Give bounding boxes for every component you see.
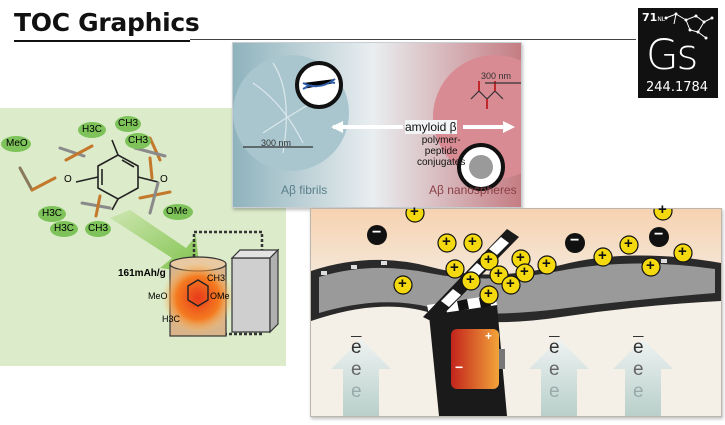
plus-sign-1: +	[410, 203, 419, 220]
plus-sign-11: +	[506, 275, 515, 292]
element-tag: NL	[657, 16, 666, 23]
minus-sign-1: −	[372, 224, 382, 241]
plus-sign-10: +	[542, 255, 551, 272]
plus-sign-7: +	[494, 265, 503, 282]
atomic-number: 71NL	[642, 11, 666, 24]
group-h3c-bottom2: H3C	[54, 223, 75, 234]
group-h3c-top: H3C	[82, 124, 103, 135]
electron-7: e	[633, 337, 644, 358]
electron-9: e	[633, 381, 644, 402]
capacity-label: 161mAh/g	[118, 268, 166, 279]
battery-icon	[451, 329, 499, 389]
title-underline	[14, 40, 190, 42]
plus-sign-5: +	[398, 275, 407, 292]
plus-sign-2: +	[442, 233, 451, 250]
battery-group-meo: MeO	[148, 291, 168, 301]
plus-sign-12: +	[484, 285, 493, 302]
atomic-mass: 244.1784	[646, 80, 709, 95]
electron-5: e	[549, 359, 560, 380]
arrow-right-icon	[503, 121, 515, 133]
minus-sign-3: −	[654, 226, 664, 243]
electron-6: e	[549, 381, 560, 402]
conjugates-label: polymer- peptide conjugates	[417, 135, 466, 168]
nanospheres-caption: Aβ nanospheres	[429, 183, 517, 197]
element-logo: 71NL Gs 244.1784	[638, 8, 718, 98]
plus-sign-17: +	[646, 257, 655, 274]
battery-group-ome: OMe	[210, 291, 230, 301]
electron-4: e	[549, 337, 560, 358]
nanosphere-micrograph	[433, 55, 521, 179]
molecule-diagram	[1, 116, 280, 337]
group-ch3-top1: CH3	[118, 118, 139, 129]
battery-group-h3c: H3C	[162, 314, 181, 324]
plus-sign-15: +	[658, 201, 667, 218]
battery-plus: +	[485, 329, 493, 343]
plus-sign-6: +	[484, 251, 493, 268]
plus-sign-3: +	[468, 233, 477, 250]
group-ome-right: OMe	[166, 206, 188, 217]
fibrils-caption: Aβ fibrils	[281, 183, 328, 197]
plus-sign-14: +	[624, 235, 633, 252]
plus-sign-4: +	[450, 259, 459, 276]
page-title: TOC Graphics	[14, 8, 200, 37]
plus-sign-13: +	[598, 247, 607, 264]
minus-sign-2: −	[570, 232, 580, 249]
amyloid-panel: 300 nm 300 nm amyloid β polymer- peptide…	[232, 42, 522, 208]
amyloid-label: amyloid β	[405, 120, 457, 134]
electron-8: e	[633, 359, 644, 380]
plus-sign-18: +	[466, 271, 475, 288]
group-h3c-bottom1: H3C	[42, 208, 63, 219]
electron-3: e	[351, 381, 362, 402]
plus-sign-16: +	[678, 243, 687, 260]
scale-bar-right: 300 nm	[481, 71, 512, 81]
element-symbol: Gs	[646, 30, 698, 79]
oxygen-right: O	[160, 174, 168, 185]
electron-1: e	[351, 337, 362, 358]
scale-bar-left: 300 nm	[261, 138, 292, 148]
group-ch3-bottom: CH3	[88, 223, 109, 234]
charge-signs	[367, 209, 693, 305]
plus-sign-9: +	[520, 263, 529, 280]
molecule-network-icon	[664, 12, 714, 40]
reaction-arrow-icon	[110, 210, 200, 274]
group-meo-top: MeO	[6, 138, 28, 149]
electron-2: e	[351, 359, 362, 380]
electrode-diagram	[311, 209, 721, 416]
group-ch3-top2: CH3	[128, 135, 149, 146]
electrode-panel: ++++++++++++++++++−−− e e e e e e e e e …	[310, 201, 722, 417]
battery-minus: −	[455, 359, 464, 375]
header-rule	[190, 39, 636, 40]
oxygen-left: O	[64, 174, 72, 185]
organic-battery-panel: MeO H3C CH3 CH3 H3C H3C CH3 OMe O O 161m…	[0, 108, 286, 366]
battery-group-ch3: CH3	[207, 273, 226, 283]
plus-sign-8: +	[516, 249, 525, 266]
